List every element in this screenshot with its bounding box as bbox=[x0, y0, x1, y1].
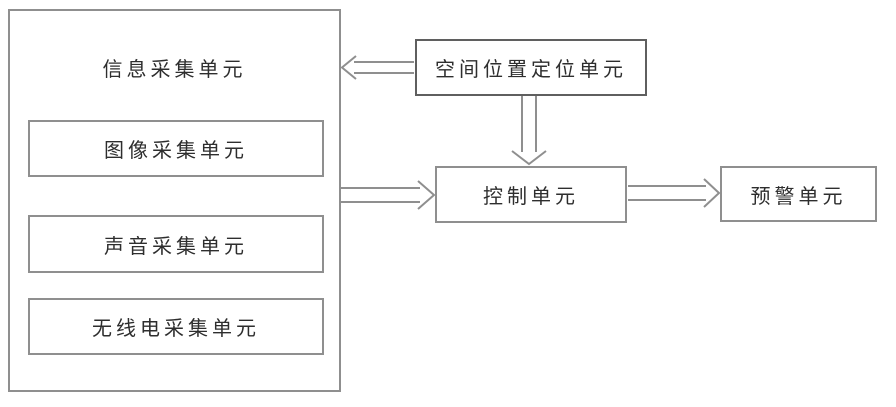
node-radio-collection-unit: 无线电采集单元 bbox=[28, 298, 324, 355]
node-sound-collection-unit: 声音采集单元 bbox=[28, 215, 324, 273]
node-warning-label: 预警单元 bbox=[750, 185, 847, 208]
node-image-collection-label: 图像采集单元 bbox=[104, 140, 248, 162]
arrow-control-to-warning bbox=[628, 178, 721, 208]
node-spatial-position-unit: 空间位置定位单元 bbox=[415, 39, 647, 96]
node-radio-collection-label: 无线电采集单元 bbox=[92, 318, 260, 340]
node-info-collection-unit: 信息采集单元 图像采集单元 声音采集单元 无线电采集单元 bbox=[8, 9, 341, 392]
arrow-spatial-to-info bbox=[340, 55, 414, 80]
node-info-collection-label: 信息采集单元 bbox=[102, 59, 247, 81]
arrow-spatial-to-control bbox=[511, 96, 547, 166]
node-spatial-position-label: 空间位置定位单元 bbox=[435, 59, 627, 81]
node-warning-unit: 预警单元 bbox=[720, 166, 877, 222]
arrow-info-to-control bbox=[337, 180, 436, 210]
node-image-collection-unit: 图像采集单元 bbox=[28, 120, 324, 177]
node-control-unit: 控制单元 bbox=[435, 166, 627, 223]
node-control-label: 控制单元 bbox=[483, 186, 579, 208]
node-sound-collection-label: 声音采集单元 bbox=[104, 235, 248, 258]
